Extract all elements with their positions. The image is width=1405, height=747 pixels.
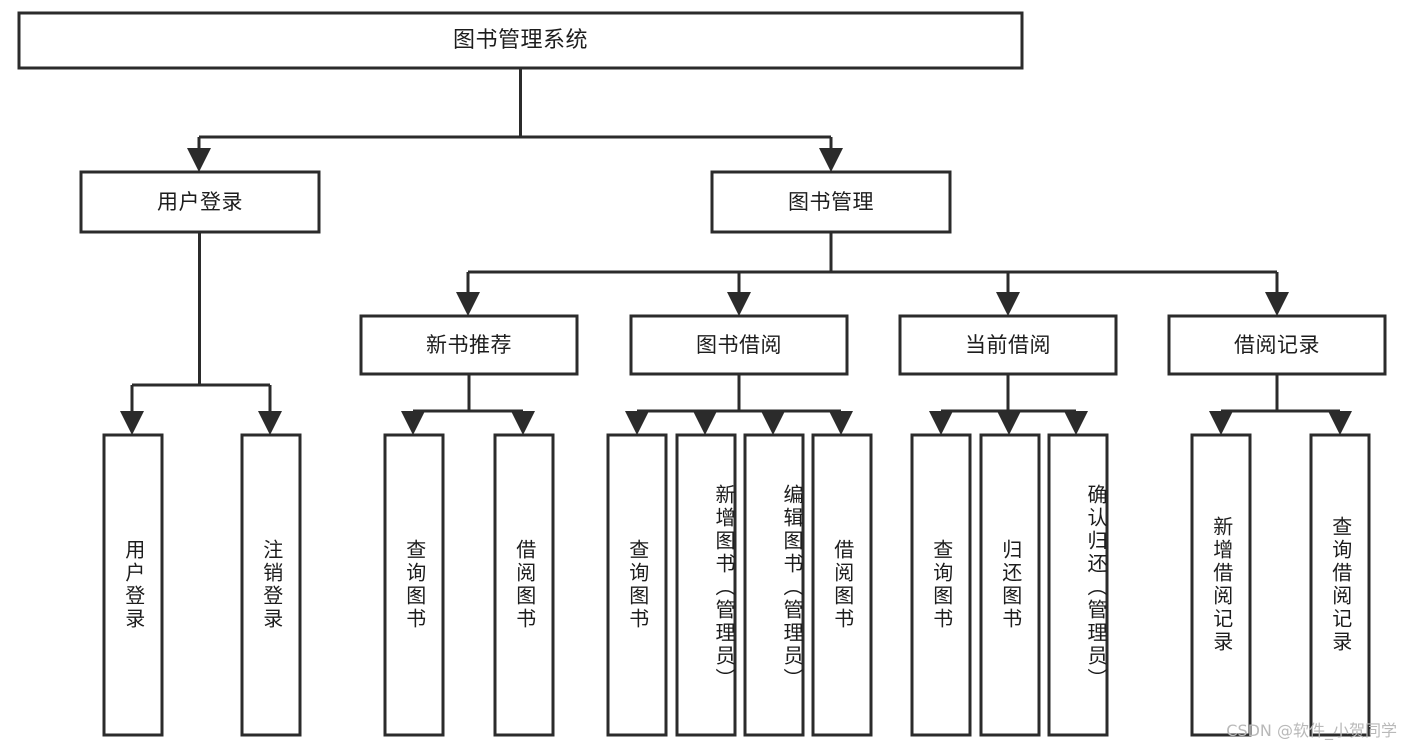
node-box-leaf-edit-book[interactable]: [743, 433, 805, 737]
node-box-leaf-borrow-book-1[interactable]: [493, 433, 555, 737]
node-box-leaf-query-record[interactable]: [1309, 433, 1371, 737]
node-box-borrow-record[interactable]: [1167, 314, 1387, 376]
node-box-leaf-logout[interactable]: [240, 433, 302, 737]
node-box-book-borrow[interactable]: [629, 314, 849, 376]
node-box-leaf-query-book-1[interactable]: [383, 433, 445, 737]
node-box-leaf-query-book-3[interactable]: [910, 433, 972, 737]
node-box-leaf-query-book-2[interactable]: [606, 433, 668, 737]
node-box-new-book-recommend[interactable]: [359, 314, 579, 376]
node-box-leaf-return-book[interactable]: [979, 433, 1041, 737]
node-box-user-login[interactable]: [79, 170, 321, 234]
node-box-leaf-add-book[interactable]: [675, 433, 737, 737]
node-box-leaf-confirm-return[interactable]: [1047, 433, 1109, 737]
node-box-root[interactable]: [17, 11, 1024, 70]
node-box-leaf-user-login[interactable]: [102, 433, 164, 737]
node-box-current-borrow[interactable]: [898, 314, 1118, 376]
node-box-book-management[interactable]: [710, 170, 952, 234]
node-box-leaf-borrow-book-2[interactable]: [811, 433, 873, 737]
node-box-leaf-add-record[interactable]: [1190, 433, 1252, 737]
